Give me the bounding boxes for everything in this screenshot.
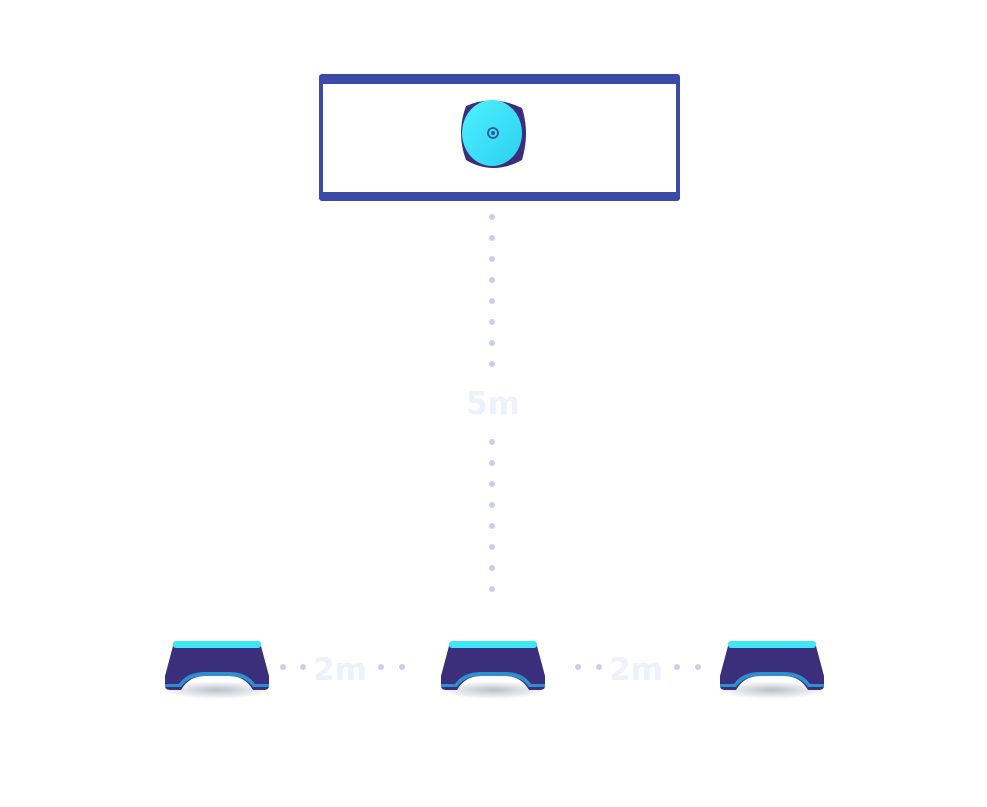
- left-distance-label: 2m: [313, 652, 367, 688]
- distance-dot: [674, 664, 680, 670]
- horizontal-distance-lines: [280, 664, 701, 670]
- base-station-icon: [162, 641, 272, 699]
- distance-dot: [489, 319, 495, 325]
- base-station-icon: [438, 641, 548, 699]
- distance-dot: [575, 664, 581, 670]
- distance-dot: [378, 664, 384, 670]
- distance-dot: [489, 586, 495, 592]
- distance-dot: [489, 439, 495, 445]
- distance-dot: [489, 523, 495, 529]
- right-distance-label: 2m: [609, 652, 663, 688]
- sensor-disc-icon: [461, 100, 526, 168]
- distance-dot: [489, 565, 495, 571]
- distance-dot: [489, 340, 495, 346]
- distance-dot: [489, 256, 495, 262]
- distance-dot: [596, 664, 602, 670]
- distance-dot: [489, 460, 495, 466]
- distance-dot: [489, 361, 495, 367]
- distance-dot: [489, 481, 495, 487]
- distance-dot: [489, 298, 495, 304]
- frame-top-bar: [319, 74, 680, 84]
- distance-dot: [399, 664, 405, 670]
- distance-dot: [489, 502, 495, 508]
- frame-bottom-bar: [319, 192, 680, 201]
- vertical-distance-label: 5m: [466, 386, 520, 422]
- distance-dot: [489, 544, 495, 550]
- base-stations: [162, 641, 827, 699]
- distance-dot: [300, 664, 306, 670]
- distance-dot: [489, 235, 495, 241]
- vertical-distance-line: [489, 214, 495, 592]
- distance-dot: [695, 664, 701, 670]
- base-station-icon: [717, 641, 827, 699]
- distance-dot: [489, 214, 495, 220]
- distance-dot: [280, 664, 286, 670]
- distance-dot: [489, 277, 495, 283]
- target-frame: [319, 74, 680, 201]
